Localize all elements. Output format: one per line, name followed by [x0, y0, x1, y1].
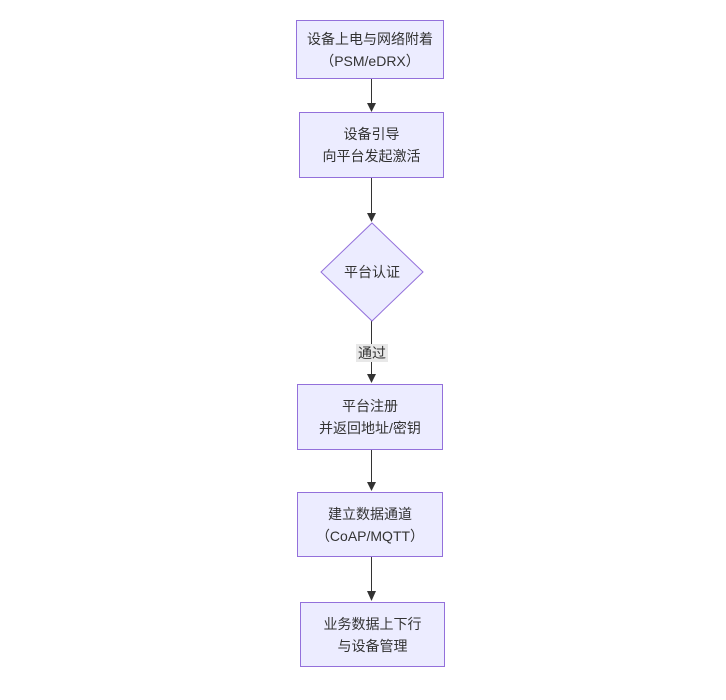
node-bootstrap: 设备引导 向平台发起激活 — [299, 112, 444, 178]
node-register-line1: 平台注册 — [342, 398, 398, 414]
node-auth-label: 平台认证 — [344, 264, 400, 280]
node-auth-diamond-shape — [320, 222, 424, 322]
node-channel: 建立数据通道 （CoAP/MQTT） — [297, 492, 443, 557]
node-register: 平台注册 并返回地址/密钥 — [297, 384, 443, 450]
node-power-attach-line1: 设备上电与网络附着 — [307, 30, 433, 47]
node-power-attach-line2: （PSM/eDRX） — [320, 52, 420, 69]
node-business: 业务数据上下行 与设备管理 — [300, 602, 445, 667]
arrowhead-icon — [367, 103, 376, 112]
node-business-line2: 与设备管理 — [337, 637, 408, 654]
node-bootstrap-line1: 设备引导 — [343, 126, 400, 142]
arrowhead-icon — [367, 213, 376, 222]
arrowhead-icon — [367, 374, 376, 383]
node-register-line2: 并返回地址/密钥 — [319, 420, 421, 436]
node-bootstrap-line2: 向平台发起激活 — [322, 148, 421, 164]
edge-label-auth-pass: 通过 — [356, 344, 388, 362]
arrowhead-icon — [367, 482, 376, 491]
node-power-attach: 设备上电与网络附着 （PSM/eDRX） — [296, 20, 444, 79]
node-channel-line1: 建立数据通道 — [328, 505, 412, 522]
node-channel-line2: （CoAP/MQTT） — [315, 527, 425, 544]
arrowhead-icon — [367, 591, 376, 601]
node-business-line1: 业务数据上下行 — [323, 615, 422, 632]
